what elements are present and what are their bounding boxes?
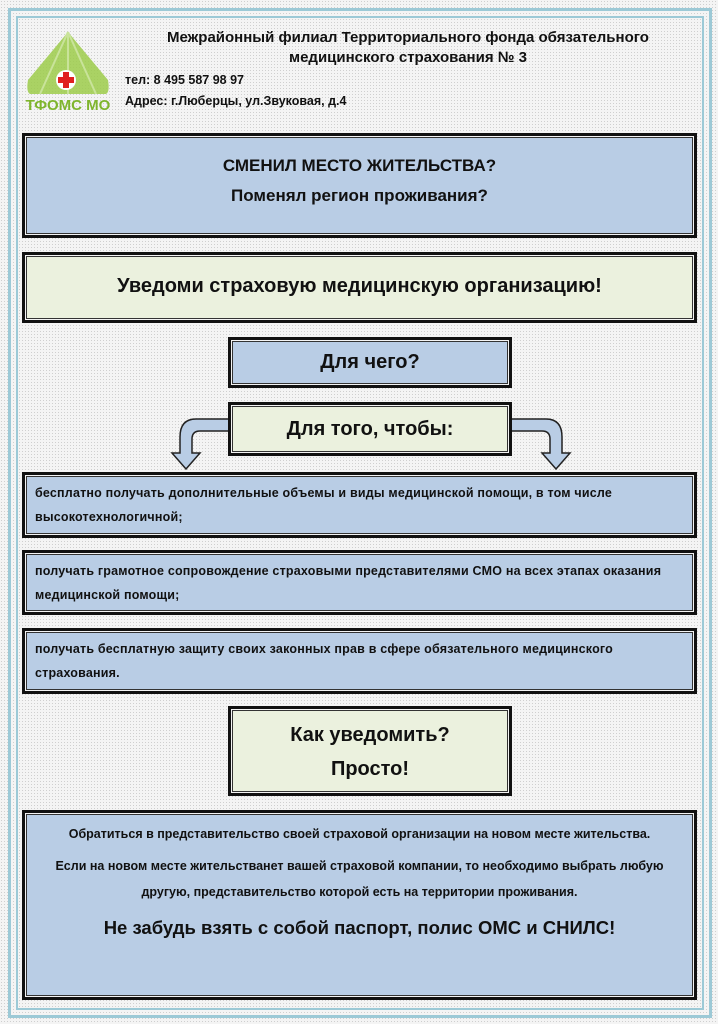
reason-item: получать бесплатную защиту своих законны… (22, 628, 697, 694)
left-curved-arrow-icon (170, 418, 233, 471)
svg-text:ТФОМС МО: ТФОМС МО (26, 97, 111, 112)
how-box: Как уведомить? Просто! (228, 706, 512, 796)
so-that-box: Для того, чтобы: (228, 402, 512, 456)
how-line1: Как уведомить? (290, 724, 450, 746)
question-line1: СМЕНИЛ МЕСТО ЖИТЕЛЬСТВА? (222, 156, 497, 175)
inner-frame (16, 16, 704, 1010)
instruction-p1: Обратиться в представительство своей стр… (68, 827, 651, 841)
right-curved-arrow-icon (509, 418, 572, 471)
reason-item: бесплатно получать дополнительные объемы… (22, 472, 697, 538)
outer-frame (8, 8, 712, 1018)
org-name: Межрайонный филиал Территориального фонд… (167, 29, 649, 66)
address: Адрес: г.Люберцы, ул.Звуковая, д.4 (125, 94, 347, 108)
tfoms-logo: ТФОМС МО (20, 30, 116, 114)
reason-item: получать грамотное сопровождение страхов… (22, 550, 697, 615)
how-line2: Просто! (330, 758, 410, 780)
question-line2: Поменял регион проживания? (231, 186, 488, 205)
question-box: СМЕНИЛ МЕСТО ЖИТЕЛЬСТВА? Поменял регион … (22, 133, 697, 238)
why-box: Для чего? (228, 337, 512, 388)
instruction-p2: Если на новом месте жительстванет вашей … (55, 859, 664, 899)
instructions-box: Обратиться в представительство своей стр… (22, 810, 697, 1000)
phone: тел: 8 495 587 98 97 (125, 73, 245, 87)
notify-box: Уведоми страховую медицинскую организаци… (22, 252, 697, 323)
reminder: Не забудь взять с собой паспорт, полис О… (103, 917, 616, 938)
